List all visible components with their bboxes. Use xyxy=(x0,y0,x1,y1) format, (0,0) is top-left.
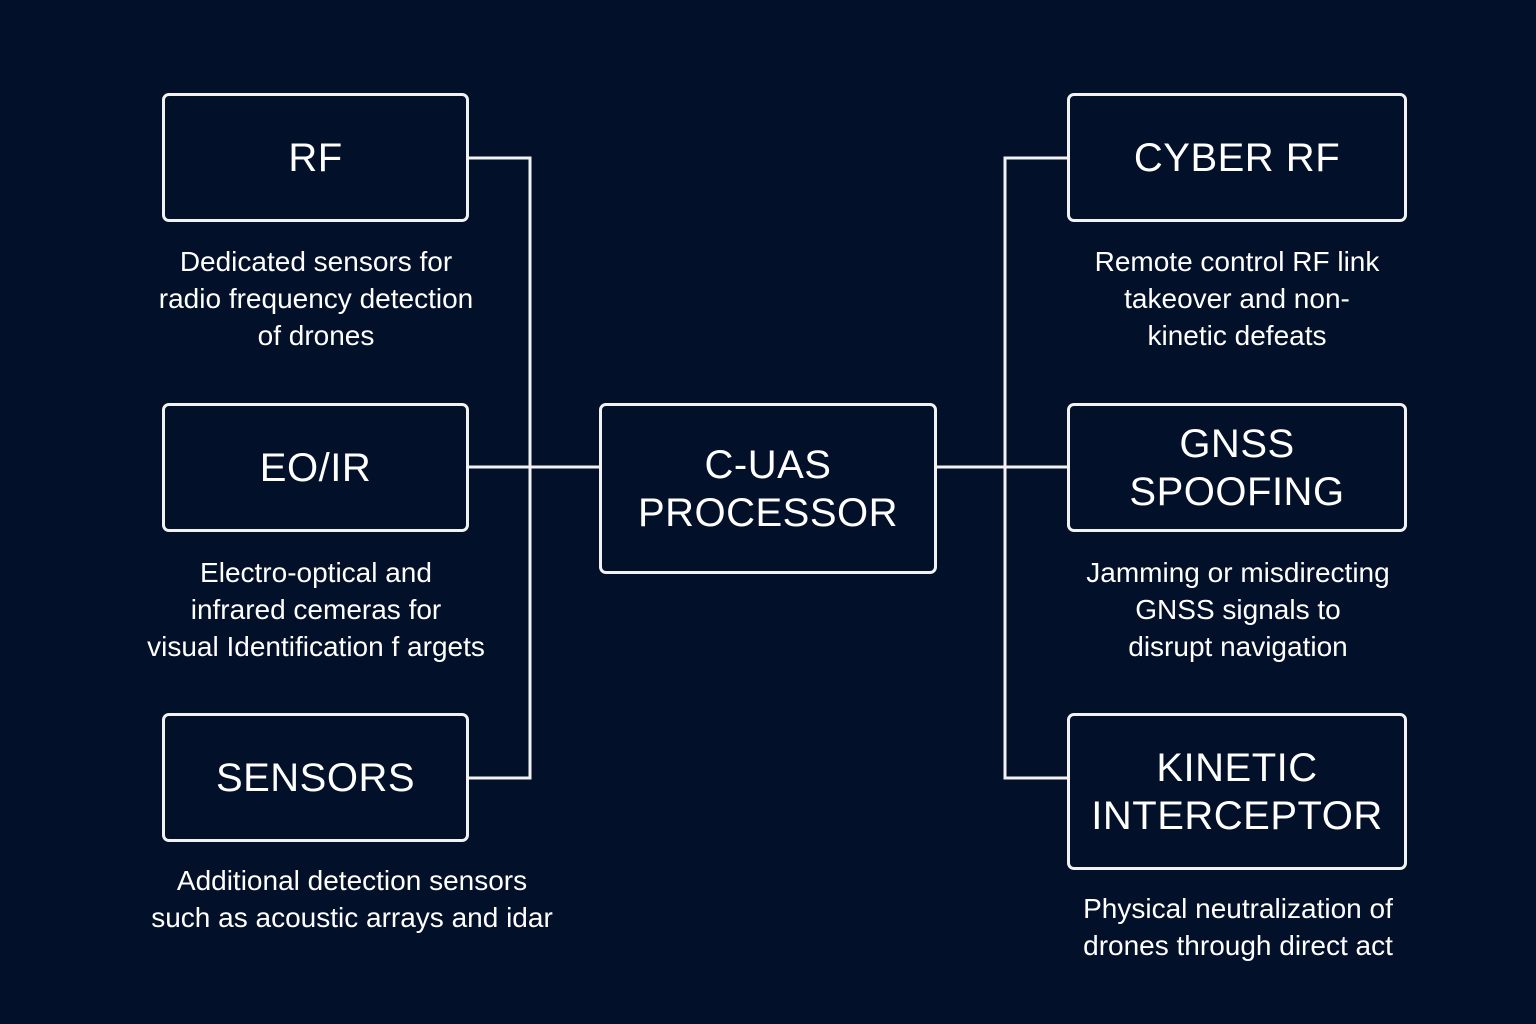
sensors-description-line: Additional detection sensors xyxy=(176,865,528,896)
rf-description-line: radio frequency detection xyxy=(158,283,474,314)
connector-kinetic xyxy=(1003,467,1067,780)
connector-sensors xyxy=(469,467,532,780)
gnss-spoofing-description: Jamming or misdirecting GNSS signals to … xyxy=(1060,554,1416,665)
gnss-spoofing-label: GNSS SPOOFING xyxy=(1129,421,1345,514)
eoir-box: EO/IR xyxy=(162,403,469,532)
connector-rf xyxy=(469,156,532,467)
sensors-label: SENSORS xyxy=(215,755,416,800)
c-uas-processor-box: C-UAS PROCESSOR xyxy=(599,403,937,574)
sensors-description: Additional detection sensors such as aco… xyxy=(130,862,574,936)
kinetic-label-line: KINETIC xyxy=(1156,745,1318,790)
kinetic-label-line: INTERCEPTOR xyxy=(1091,793,1383,838)
rf-description-line: of drones xyxy=(257,320,375,351)
rf-label: RF xyxy=(288,135,343,180)
cyber-rf-description-line: kinetic defeats xyxy=(1147,320,1327,351)
kinetic-description-line: drones through direct act xyxy=(1083,930,1393,961)
processor-label-line: PROCESSOR xyxy=(637,490,899,535)
cyber-rf-description-line: Remote control RF link xyxy=(1094,246,1380,277)
eoir-description: Electro-optical and infrared cemeras for… xyxy=(120,554,512,665)
kinetic-description-line: Physical neutralization of xyxy=(1083,893,1393,924)
cyber-rf-description-line: takeover and non- xyxy=(1124,283,1350,314)
rf-description: Dedicated sensors for radio frequency de… xyxy=(140,243,492,354)
kinetic-interceptor-description: Physical neutralization of drones throug… xyxy=(1050,890,1426,964)
gnss-description-line: disrupt navigation xyxy=(1128,631,1348,662)
gnss-description-line: Jamming or misdirecting xyxy=(1086,557,1390,588)
eoir-description-line: Electro-optical and xyxy=(200,557,432,588)
gnss-description-line: GNSS signals to xyxy=(1135,594,1341,625)
cyber-rf-box: CYBER RF xyxy=(1067,93,1407,222)
connector-cyber xyxy=(1003,156,1067,467)
sensors-description-line: such as acoustic arrays and idar xyxy=(151,902,553,933)
eoir-description-line: visual Identification f argets xyxy=(147,631,485,662)
eoir-description-line: infrared cemeras for xyxy=(190,594,442,625)
sensors-box: SENSORS xyxy=(162,713,469,842)
kinetic-interceptor-box: KINETIC INTERCEPTOR xyxy=(1067,713,1407,870)
eoir-label: EO/IR xyxy=(259,445,372,490)
gnss-spoofing-box: GNSS SPOOFING xyxy=(1067,403,1407,532)
cyber-rf-label: CYBER RF xyxy=(1133,135,1341,180)
rf-description-line: Dedicated sensors for xyxy=(179,246,453,277)
rf-box: RF xyxy=(162,93,469,222)
cyber-rf-description: Remote control RF link takeover and non-… xyxy=(1060,243,1414,354)
processor-label-line: C-UAS xyxy=(704,442,832,487)
